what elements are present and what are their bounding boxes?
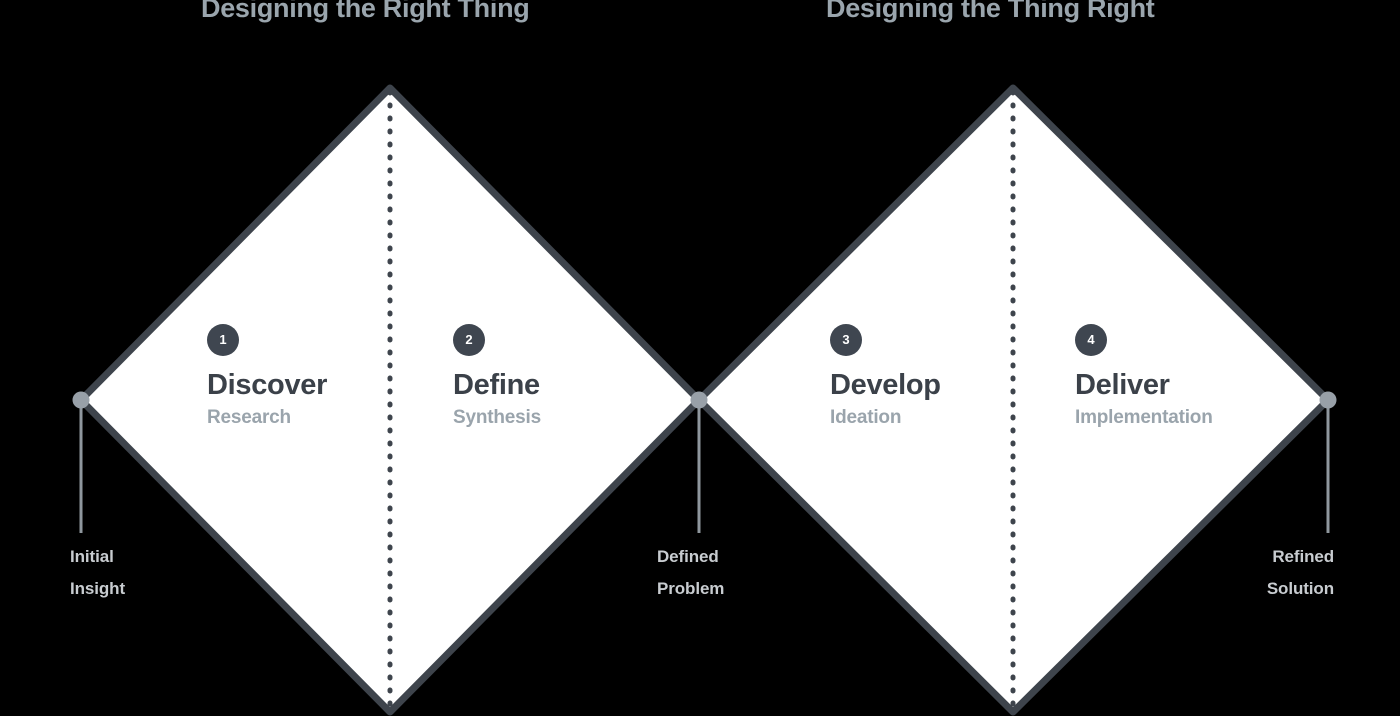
vertex-dot-defined-problem [690,391,708,409]
stage-subtitle-ideation: Ideation [830,407,902,428]
milestone-defined-problem-line2: Problem [657,579,725,598]
milestone-refined-solution-line2: Solution [1266,579,1334,598]
stage-title-define: Define [453,369,540,401]
headline-designing-the-right-thing: Designing the Right Thing [201,0,530,23]
stage-discover[interactable]: 1 Discover Research [207,324,327,429]
headline-designing-the-thing-right: Designing the Thing Right [826,0,1155,23]
stage-subtitle-research: Research [207,407,291,428]
vertex-dot-initial-insight [72,391,90,409]
stage-deliver[interactable]: 4 Deliver Implementation [1075,324,1213,429]
milestone-initial-insight: Initial Insight [70,541,125,605]
milestone-defined-problem-line1: Defined [657,547,719,566]
stage-develop[interactable]: 3 Develop Ideation [830,324,941,429]
milestone-refined-solution-line1: Refined [1272,547,1334,566]
stage-subtitle-implementation: Implementation [1075,407,1213,428]
stage-title-develop: Develop [830,369,941,401]
stage-badge-3: 3 [830,324,862,356]
milestone-defined-problem: Defined Problem [657,541,724,605]
stage-title-discover: Discover [207,369,328,401]
milestone-initial-insight-line1: Initial [70,547,114,566]
milestone-initial-insight-line2: Insight [70,579,126,598]
stage-badge-1: 1 [207,324,239,356]
vertex-dot-refined-solution [1319,391,1337,409]
stage-title-deliver: Deliver [1075,369,1170,401]
stage-define[interactable]: 2 Define Synthesis [453,324,541,429]
stage-subtitle-synthesis: Synthesis [453,407,541,428]
stage-badge-2: 2 [453,324,485,356]
stage-badge-4: 4 [1075,324,1107,356]
milestone-refined-solution: Refined Solution [1094,541,1334,605]
